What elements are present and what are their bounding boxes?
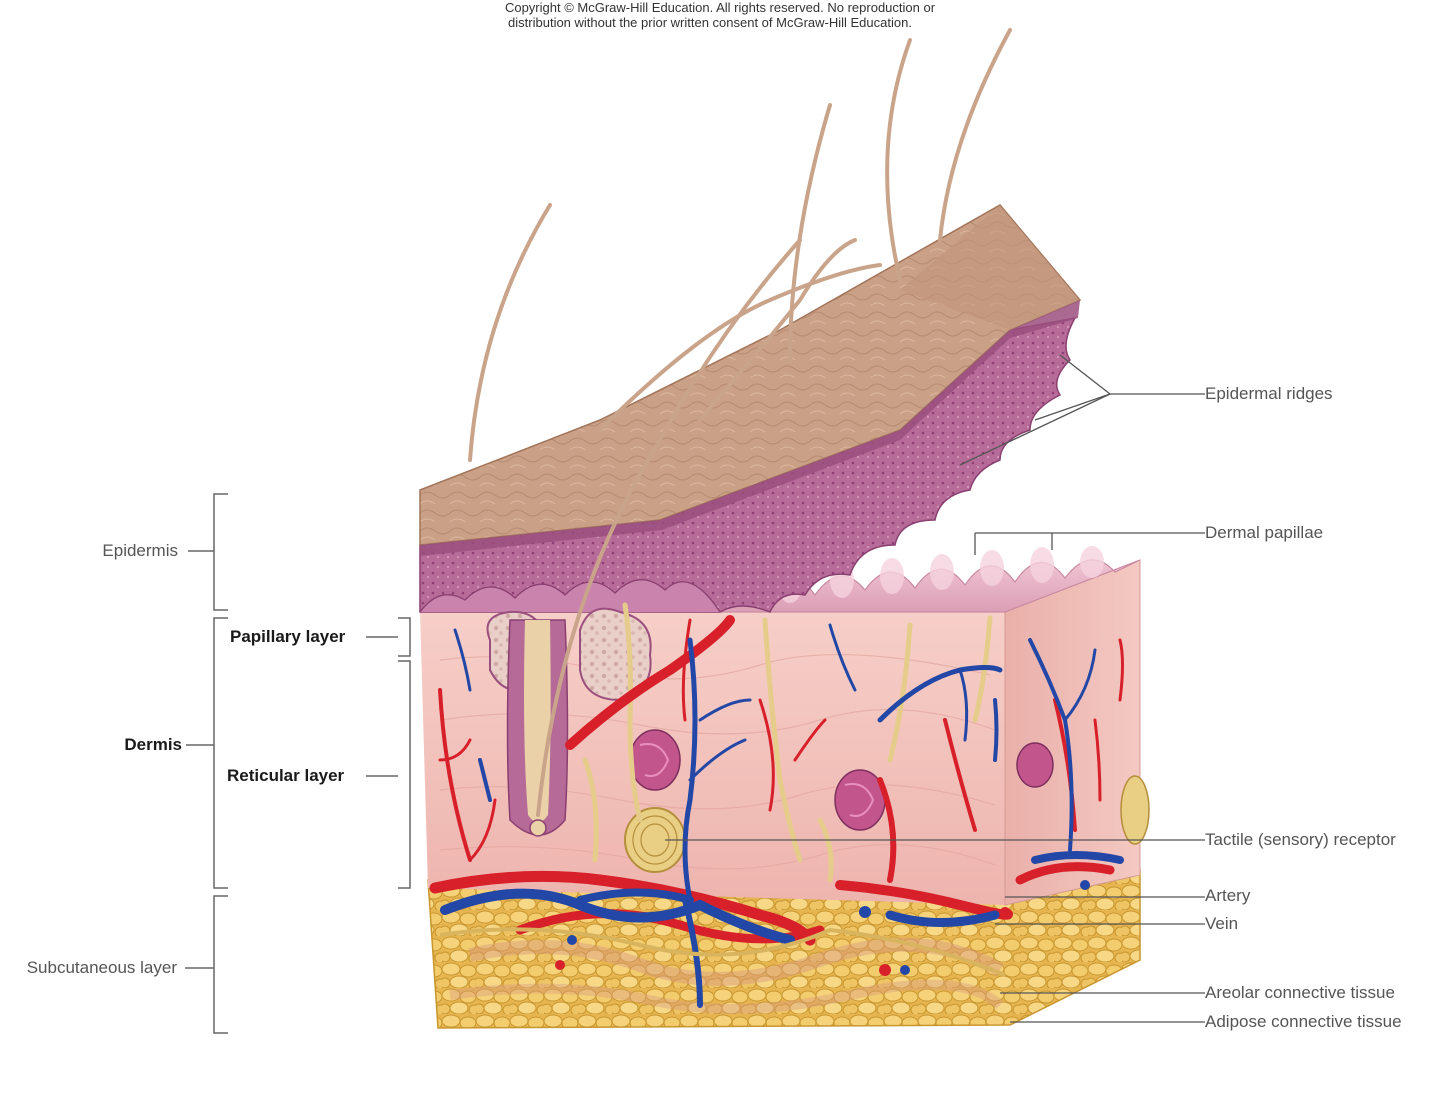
copyright-notice: Copyright © McGraw-Hill Education. All r… (0, 0, 1440, 30)
label-adipose-tissue: Adipose connective tissue (1205, 1012, 1402, 1031)
hair-shafts (468, 28, 1012, 817)
epidermis-living-layer (419, 316, 1077, 613)
label-vein: Vein (1205, 914, 1239, 933)
label-dermis: Dermis (124, 735, 182, 754)
label-tactile-receptor: Tactile (sensory) receptor (1205, 830, 1396, 849)
label-epidermis: Epidermis (102, 541, 178, 560)
arteries (429, 615, 1124, 946)
nerves (582, 602, 993, 883)
label-epidermal-ridges: Epidermal ridges (1205, 384, 1333, 403)
copyright-line-2: distribution without the prior written c… (508, 15, 912, 30)
left-brackets (185, 493, 411, 1034)
right-leader-lines (665, 354, 1205, 1023)
label-areolar-tissue: Areolar connective tissue (1205, 983, 1395, 1002)
veins (440, 623, 1124, 1008)
label-subcutaneous-layer: Subcutaneous layer (26, 958, 177, 977)
label-papillary-layer: Papillary layer (230, 627, 346, 646)
label-reticular-layer: Reticular layer (227, 766, 345, 785)
label-dermal-papillae: Dermal papillae (1205, 523, 1324, 542)
copyright-line-1: Copyright © McGraw-Hill Education. All r… (504, 0, 936, 15)
label-artery: Artery (1205, 886, 1251, 905)
